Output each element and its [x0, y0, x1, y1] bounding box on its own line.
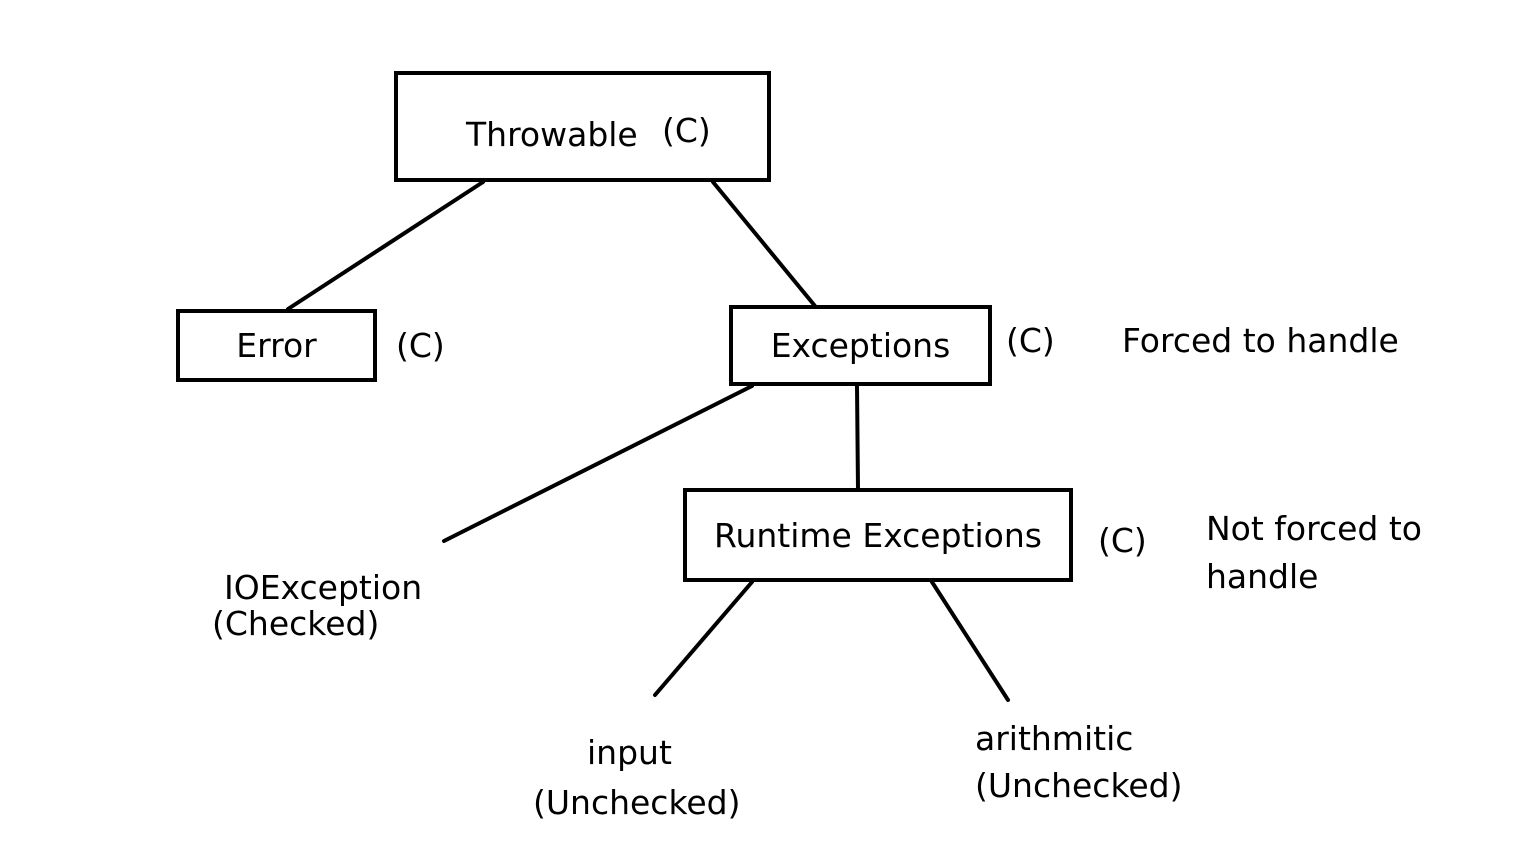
edge-runtime-arithmitic	[930, 580, 1010, 702]
exceptions-node: Exceptions	[729, 305, 992, 386]
runtime-note-line2: handle	[1206, 556, 1319, 596]
error-class-tag: (C)	[396, 326, 445, 365]
edge-throwable-error	[286, 180, 485, 311]
ioexception-type: (Checked)	[212, 604, 380, 643]
input-label: input	[587, 733, 672, 772]
runtime-exceptions-node: Runtime Exceptions	[683, 488, 1073, 582]
throwable-node: Throwable (C)	[394, 71, 771, 182]
error-node: Error	[176, 309, 377, 382]
runtime-note-line1: Not forced to	[1206, 509, 1422, 548]
edge-exceptions-runtime	[855, 384, 860, 492]
runtime-exceptions-label: Runtime Exceptions	[714, 515, 1042, 555]
exceptions-note: Forced to handle	[1122, 321, 1399, 360]
edge-throwable-exceptions	[711, 180, 817, 308]
arithmitic-type: (Unchecked)	[975, 766, 1183, 805]
runtime-class-tag: (C)	[1098, 521, 1147, 560]
error-label: Error	[236, 326, 317, 365]
exceptions-label: Exceptions	[770, 326, 951, 365]
throwable-class-tag: (C)	[662, 111, 711, 150]
input-type: (Unchecked)	[533, 783, 741, 822]
arithmitic-label: arithmitic	[975, 719, 1134, 758]
throwable-label: Throwable	[466, 115, 638, 154]
edge-runtime-input	[653, 580, 754, 697]
ioexception-label: IOException	[224, 568, 423, 607]
exceptions-class-tag: (C)	[1006, 321, 1055, 360]
edge-exceptions-ioexception	[442, 384, 754, 543]
runtime-note: Not forced to handle	[1206, 505, 1422, 601]
